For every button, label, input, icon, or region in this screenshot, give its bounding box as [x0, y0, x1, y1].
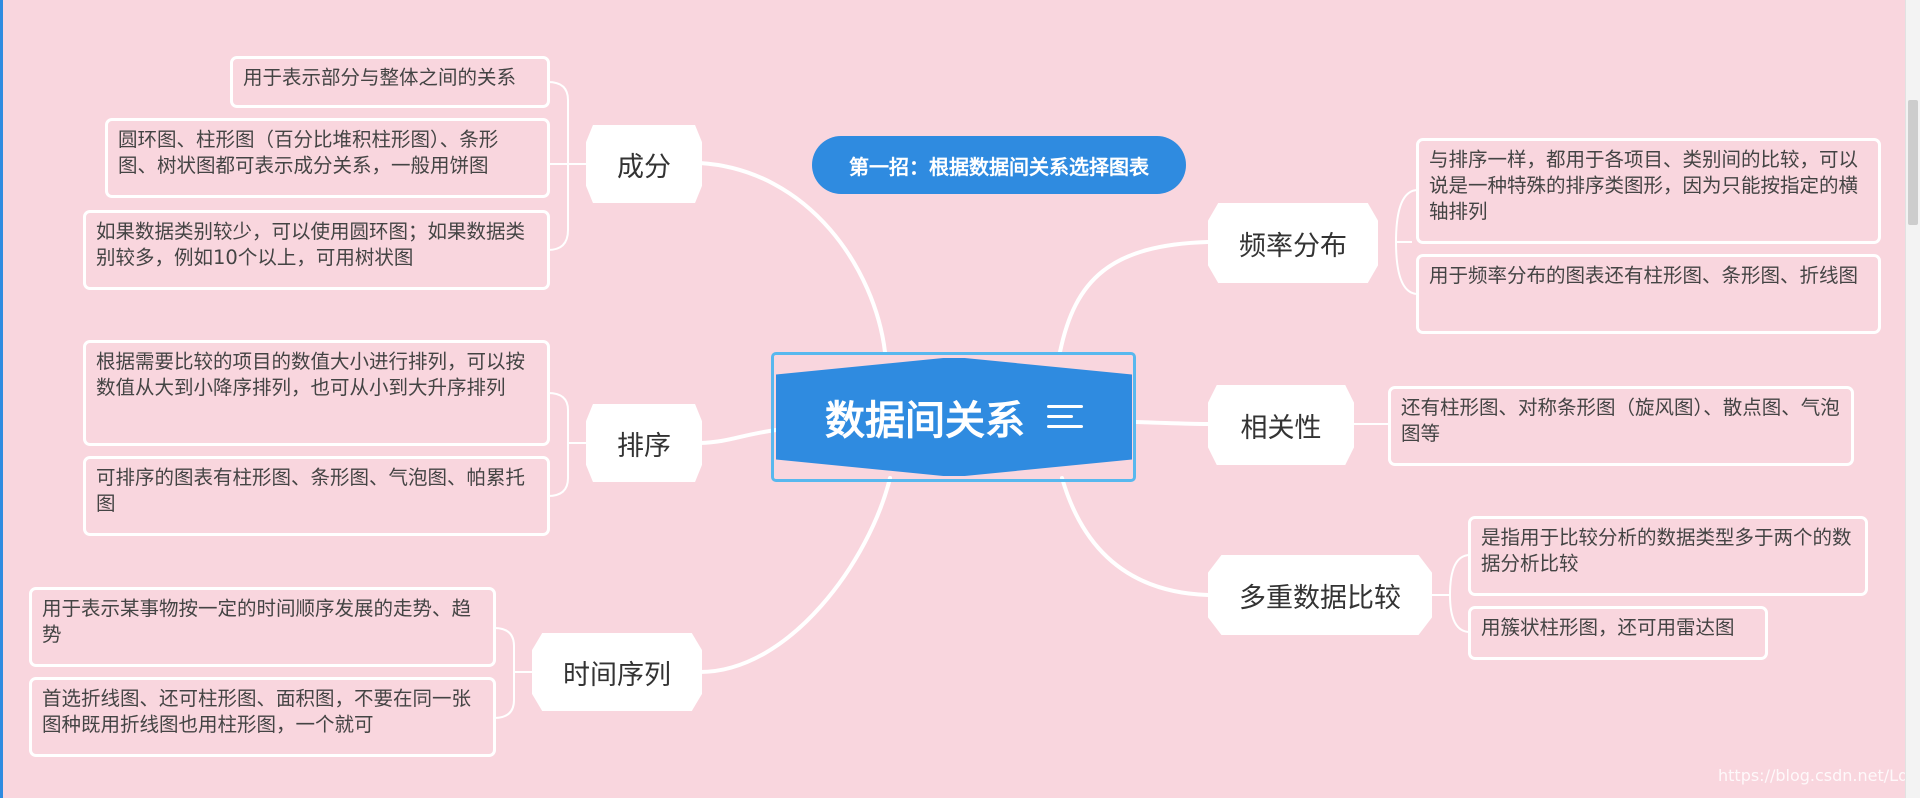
note-ranking-1-text: 根据需要比较的项目的数值大小进行排列，可以按数值从大到小降序排列，也可从小到大升…: [96, 350, 526, 399]
watermark-text: https://blog.csdn.net/LdyLly: [1718, 766, 1920, 785]
note-frequency-2-text: 用于频率分布的图表还有柱形图、条形图、折线图: [1429, 264, 1859, 287]
note-multi-compare-1-text: 是指用于比较分析的数据类型多于两个的数据分析比较: [1481, 526, 1852, 575]
menu-lines-icon[interactable]: [1047, 403, 1083, 431]
connector-composition: [698, 161, 887, 354]
note-time-series-1-text: 用于表示某事物按一定的时间顺序发展的走势、趋势: [42, 597, 472, 646]
branch-correlation[interactable]: 相关性: [1208, 385, 1354, 465]
note-frequency-2[interactable]: 用于频率分布的图表还有柱形图、条形图、折线图: [1416, 254, 1881, 334]
branch-ranking-label: 排序: [617, 430, 671, 462]
note-multi-compare-1[interactable]: 是指用于比较分析的数据类型多于两个的数据分析比较: [1468, 516, 1868, 596]
branch-frequency[interactable]: 频率分布: [1208, 203, 1378, 283]
vertical-scrollbar[interactable]: [1905, 0, 1920, 798]
connector-correlation: [1134, 420, 1210, 426]
note-time-series-2-text: 首选折线图、还可柱形图、面积图，不要在同一张图种既用折线图也用柱形图，一个就可: [42, 687, 472, 736]
note-time-series-1[interactable]: 用于表示某事物按一定的时间顺序发展的走势、趋势: [29, 587, 496, 667]
branch-composition[interactable]: 成分: [586, 125, 702, 203]
branch-correlation-label: 相关性: [1240, 412, 1322, 444]
note-composition-1[interactable]: 用于表示部分与整体之间的关系: [230, 56, 550, 108]
note-composition-1-text: 用于表示部分与整体之间的关系: [243, 66, 517, 89]
note-multi-compare-2[interactable]: 用簇状柱形图，还可用雷达图: [1468, 606, 1768, 660]
bracket-time-series: [493, 627, 532, 719]
note-composition-2-text: 圆环图、柱形图（百分比堆积柱形图）、条形图、树状图都可表示成分关系，一般用饼图: [118, 128, 499, 177]
connector-frequency: [1058, 240, 1210, 354]
note-correlation-1-text: 还有柱形图、对称条形图（旋风图）、散点图、气泡图等: [1401, 396, 1840, 445]
bracket-ranking: [547, 392, 586, 497]
note-multi-compare-2-text: 用簇状柱形图，还可用雷达图: [1481, 616, 1735, 639]
bracket-multi-compare: [1432, 554, 1471, 633]
note-correlation-1[interactable]: 还有柱形图、对称条形图（旋风图）、散点图、气泡图等: [1388, 386, 1854, 466]
note-frequency-1[interactable]: 与排序一样，都用于各项目、类别间的比较，可以说是一种特殊的排序类图形，因为只能按…: [1416, 138, 1881, 244]
branch-composition-label: 成分: [617, 151, 671, 183]
bracket-frequency: [1394, 189, 1419, 295]
note-composition-2[interactable]: 圆环图、柱形图（百分比堆积柱形图）、条形图、树状图都可表示成分关系，一般用饼图: [105, 118, 550, 198]
window-left-edge: [0, 0, 3, 798]
branch-ranking[interactable]: 排序: [586, 404, 702, 482]
connector-ranking: [698, 428, 778, 445]
scrollbar-thumb[interactable]: [1908, 100, 1918, 225]
note-composition-3[interactable]: 如果数据类别较少，可以使用圆环图；如果数据类别较多，例如10个以上，可用树状图: [83, 210, 550, 290]
center-node-label: 数据间关系: [825, 398, 1025, 444]
bracket-composition: [547, 81, 586, 251]
note-frequency-1-text: 与排序一样，都用于各项目、类别间的比较，可以说是一种特殊的排序类图形，因为只能按…: [1429, 148, 1859, 223]
note-time-series-2[interactable]: 首选折线图、还可柱形图、面积图，不要在同一张图种既用折线图也用柱形图，一个就可: [29, 677, 496, 757]
center-node[interactable]: 数据间关系: [776, 358, 1132, 476]
callout-pill: 第一招：根据数据间关系选择图表: [812, 136, 1186, 194]
center-node-selection-frame: [771, 352, 1136, 482]
branch-time-series-label: 时间序列: [563, 659, 671, 691]
branch-time-series[interactable]: 时间序列: [532, 633, 702, 711]
connector-multi-compare: [1060, 476, 1210, 597]
branch-frequency-label: 频率分布: [1239, 230, 1347, 262]
note-composition-3-text: 如果数据类别较少，可以使用圆环图；如果数据类别较多，例如10个以上，可用树状图: [96, 220, 526, 269]
note-ranking-1[interactable]: 根据需要比较的项目的数值大小进行排列，可以按数值从大到小降序排列，也可从小到大升…: [83, 340, 550, 446]
note-ranking-2[interactable]: 可排序的图表有柱形图、条形图、气泡图、帕累托图: [83, 456, 550, 536]
connector-time-series: [698, 476, 892, 674]
branch-multi-compare-label: 多重数据比较: [1239, 582, 1401, 614]
branch-multi-compare[interactable]: 多重数据比较: [1208, 555, 1432, 635]
note-ranking-2-text: 可排序的图表有柱形图、条形图、气泡图、帕累托图: [96, 466, 526, 515]
